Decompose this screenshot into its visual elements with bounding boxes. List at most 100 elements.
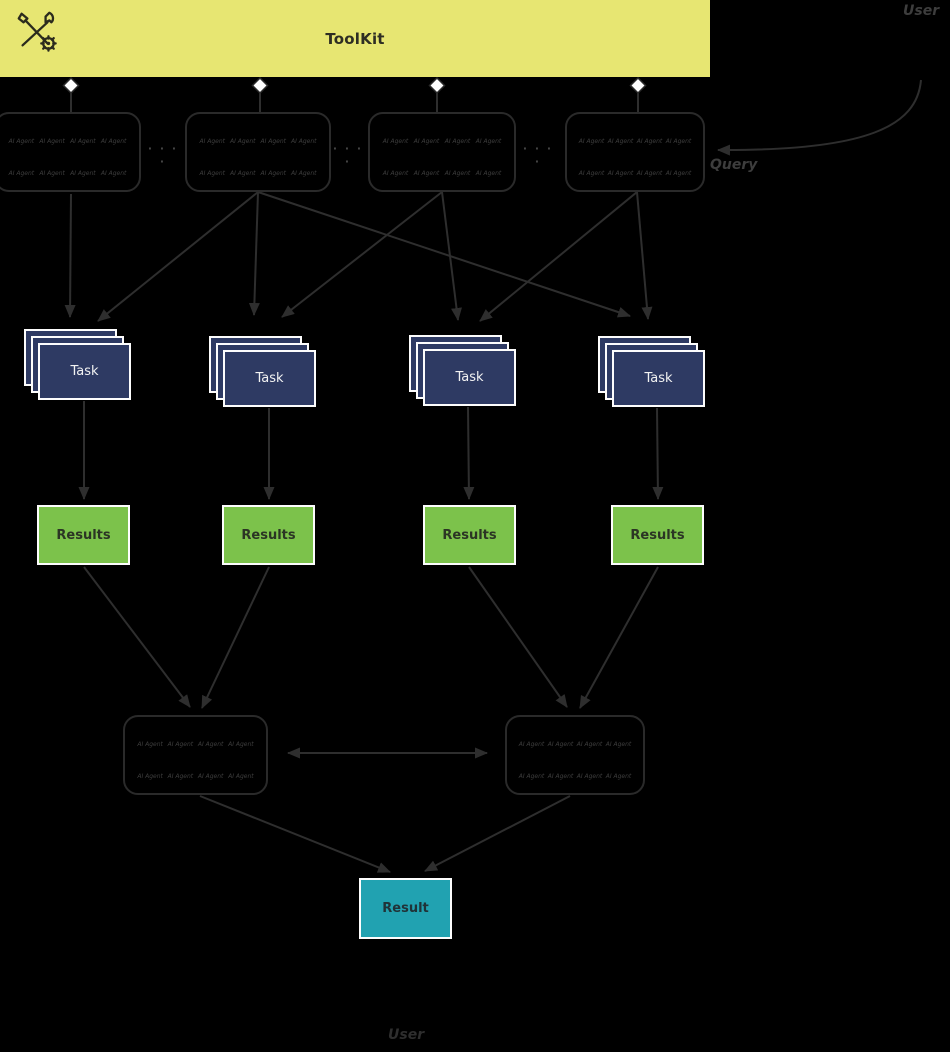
toolkit-banner: ToolKit: [0, 0, 710, 77]
ai-agent-label: AI Agent: [444, 170, 471, 177]
ai-agent-label: AI Agent: [167, 741, 194, 748]
arrow-agents4-task4: [636, 191, 653, 320]
ai-agent-label: AI Agent: [576, 773, 603, 780]
ai-agent-label: AI Agent: [197, 741, 224, 748]
task-label: Task: [644, 371, 673, 386]
toolkit-title: ToolKit: [325, 29, 385, 48]
ai-agent-label: AI Agent: [137, 741, 163, 748]
user-label-top: User: [903, 3, 940, 19]
arrow-agents3-task2: [281, 191, 443, 318]
ai-agent-label: AI Agent: [199, 170, 226, 177]
ai-agent-label: AI Agent: [576, 741, 603, 748]
diamond-connector-1: [62, 76, 80, 95]
ai-agent-label: AI Agent: [8, 138, 35, 145]
arrow-results4-coord2: [579, 566, 659, 709]
arrow-task4-results4: [652, 407, 664, 500]
ai-agent-label: AI Agent: [167, 773, 194, 780]
ai-agent-label: AI Agent: [475, 138, 502, 145]
ai-agent-label: AI Agent: [290, 138, 317, 145]
ai-agent-label: AI Agent: [607, 170, 634, 177]
result-label: Result: [382, 901, 429, 916]
diamond-connector-3: [428, 76, 446, 95]
ai-agent-label: AI Agent: [518, 741, 545, 748]
ai-agent-label: AI Agent: [229, 170, 256, 177]
ai-agent-label: AI Agent: [413, 170, 440, 177]
ai-agent-label: AI Agent: [547, 773, 574, 780]
task-label: Task: [455, 370, 484, 385]
results-label: Results: [630, 527, 685, 543]
ai-agent-label: AI Agent: [137, 773, 163, 780]
ai-agent-label: AI Agent: [70, 170, 96, 177]
task-stack-4: Task: [598, 336, 705, 407]
query-label: Query: [710, 157, 758, 173]
arrow-agents1-task1: [64, 193, 76, 318]
arrow-coord2-result: [424, 795, 571, 872]
results-node-4: Results: [611, 505, 704, 565]
ai-agent-label: AI Agent: [260, 170, 287, 177]
arrow-agents2-task4: [257, 191, 631, 318]
ai-agent-label: AI Agent: [70, 138, 96, 145]
results-node-1: Results: [37, 505, 130, 565]
ai-agent-label: AI Agent: [39, 170, 65, 177]
user-label-bottom: User: [388, 1027, 425, 1043]
task-label: Task: [70, 364, 99, 379]
arrow-agents3-task3: [441, 191, 462, 321]
ai-agent-label: AI Agent: [444, 138, 471, 145]
ai-agent-label: AI Agent: [199, 138, 226, 145]
ellipsis-separator: · · · ·: [332, 142, 364, 168]
ai-agent-label: AI Agent: [578, 138, 605, 145]
ai-agent-label: AI Agent: [228, 741, 254, 748]
diamond-connector-2: [251, 76, 269, 95]
ai-agent-label: AI Agent: [290, 170, 317, 177]
task-card-front: Task: [223, 350, 316, 407]
arrow-results1-coord1: [83, 566, 191, 708]
final-result-node: Result: [359, 878, 452, 939]
results-label: Results: [442, 527, 497, 543]
ai-agent-label: AI Agent: [100, 138, 127, 145]
ai-agent-label: AI Agent: [607, 138, 634, 145]
task-stack-3: Task: [409, 335, 516, 406]
ai-agent-label: AI Agent: [100, 170, 127, 177]
ai-agent-label: AI Agent: [475, 170, 502, 177]
results-label: Results: [241, 527, 296, 543]
ai-agent-label: AI Agent: [39, 138, 65, 145]
ai-agent-label: AI Agent: [382, 170, 409, 177]
ai-agent-label: AI Agent: [260, 138, 287, 145]
ai-agent-label: AI Agent: [547, 741, 574, 748]
ai-agent-label: AI Agent: [382, 138, 409, 145]
results-node-2: Results: [222, 505, 315, 565]
task-card-front: Task: [612, 350, 705, 407]
ai-agent-label: AI Agent: [636, 170, 663, 177]
agent-group-1: AI Agent AI Agent AI Agent AI Agent AI Agent…: [0, 112, 141, 192]
task-card-front: Task: [38, 343, 131, 400]
task-label: Task: [255, 371, 284, 386]
ai-agent-label: AI Agent: [518, 773, 545, 780]
arrow-user-query: [717, 79, 922, 156]
ai-agent-label: AI Agent: [229, 138, 256, 145]
results-node-3: Results: [423, 505, 516, 565]
arrow-results2-coord1: [201, 566, 270, 709]
task-stack-2: Task: [209, 336, 316, 407]
ai-agent-label: AI Agent: [665, 138, 692, 145]
ai-agent-label: AI Agent: [665, 170, 692, 177]
arrow-agents4-task3: [479, 191, 638, 322]
results-label: Results: [56, 527, 111, 543]
ai-agent-label: AI Agent: [413, 138, 440, 145]
ai-agent-label: AI Agent: [197, 773, 224, 780]
arrow-task3-results3: [463, 406, 475, 500]
tools-icon: [17, 11, 57, 52]
task-stack-1: Task: [24, 329, 131, 400]
ai-agent-label: AI Agent: [605, 741, 632, 748]
arrow-results3-coord2: [468, 566, 568, 708]
arrow-agents2-task2: [248, 191, 260, 316]
ai-agent-label: AI Agent: [228, 773, 254, 780]
diamond-connector-4: [629, 76, 647, 95]
ai-agent-label: AI Agent: [8, 170, 35, 177]
arrow-coord1-result: [199, 795, 391, 873]
arrow-agents2-task1: [97, 191, 259, 322]
